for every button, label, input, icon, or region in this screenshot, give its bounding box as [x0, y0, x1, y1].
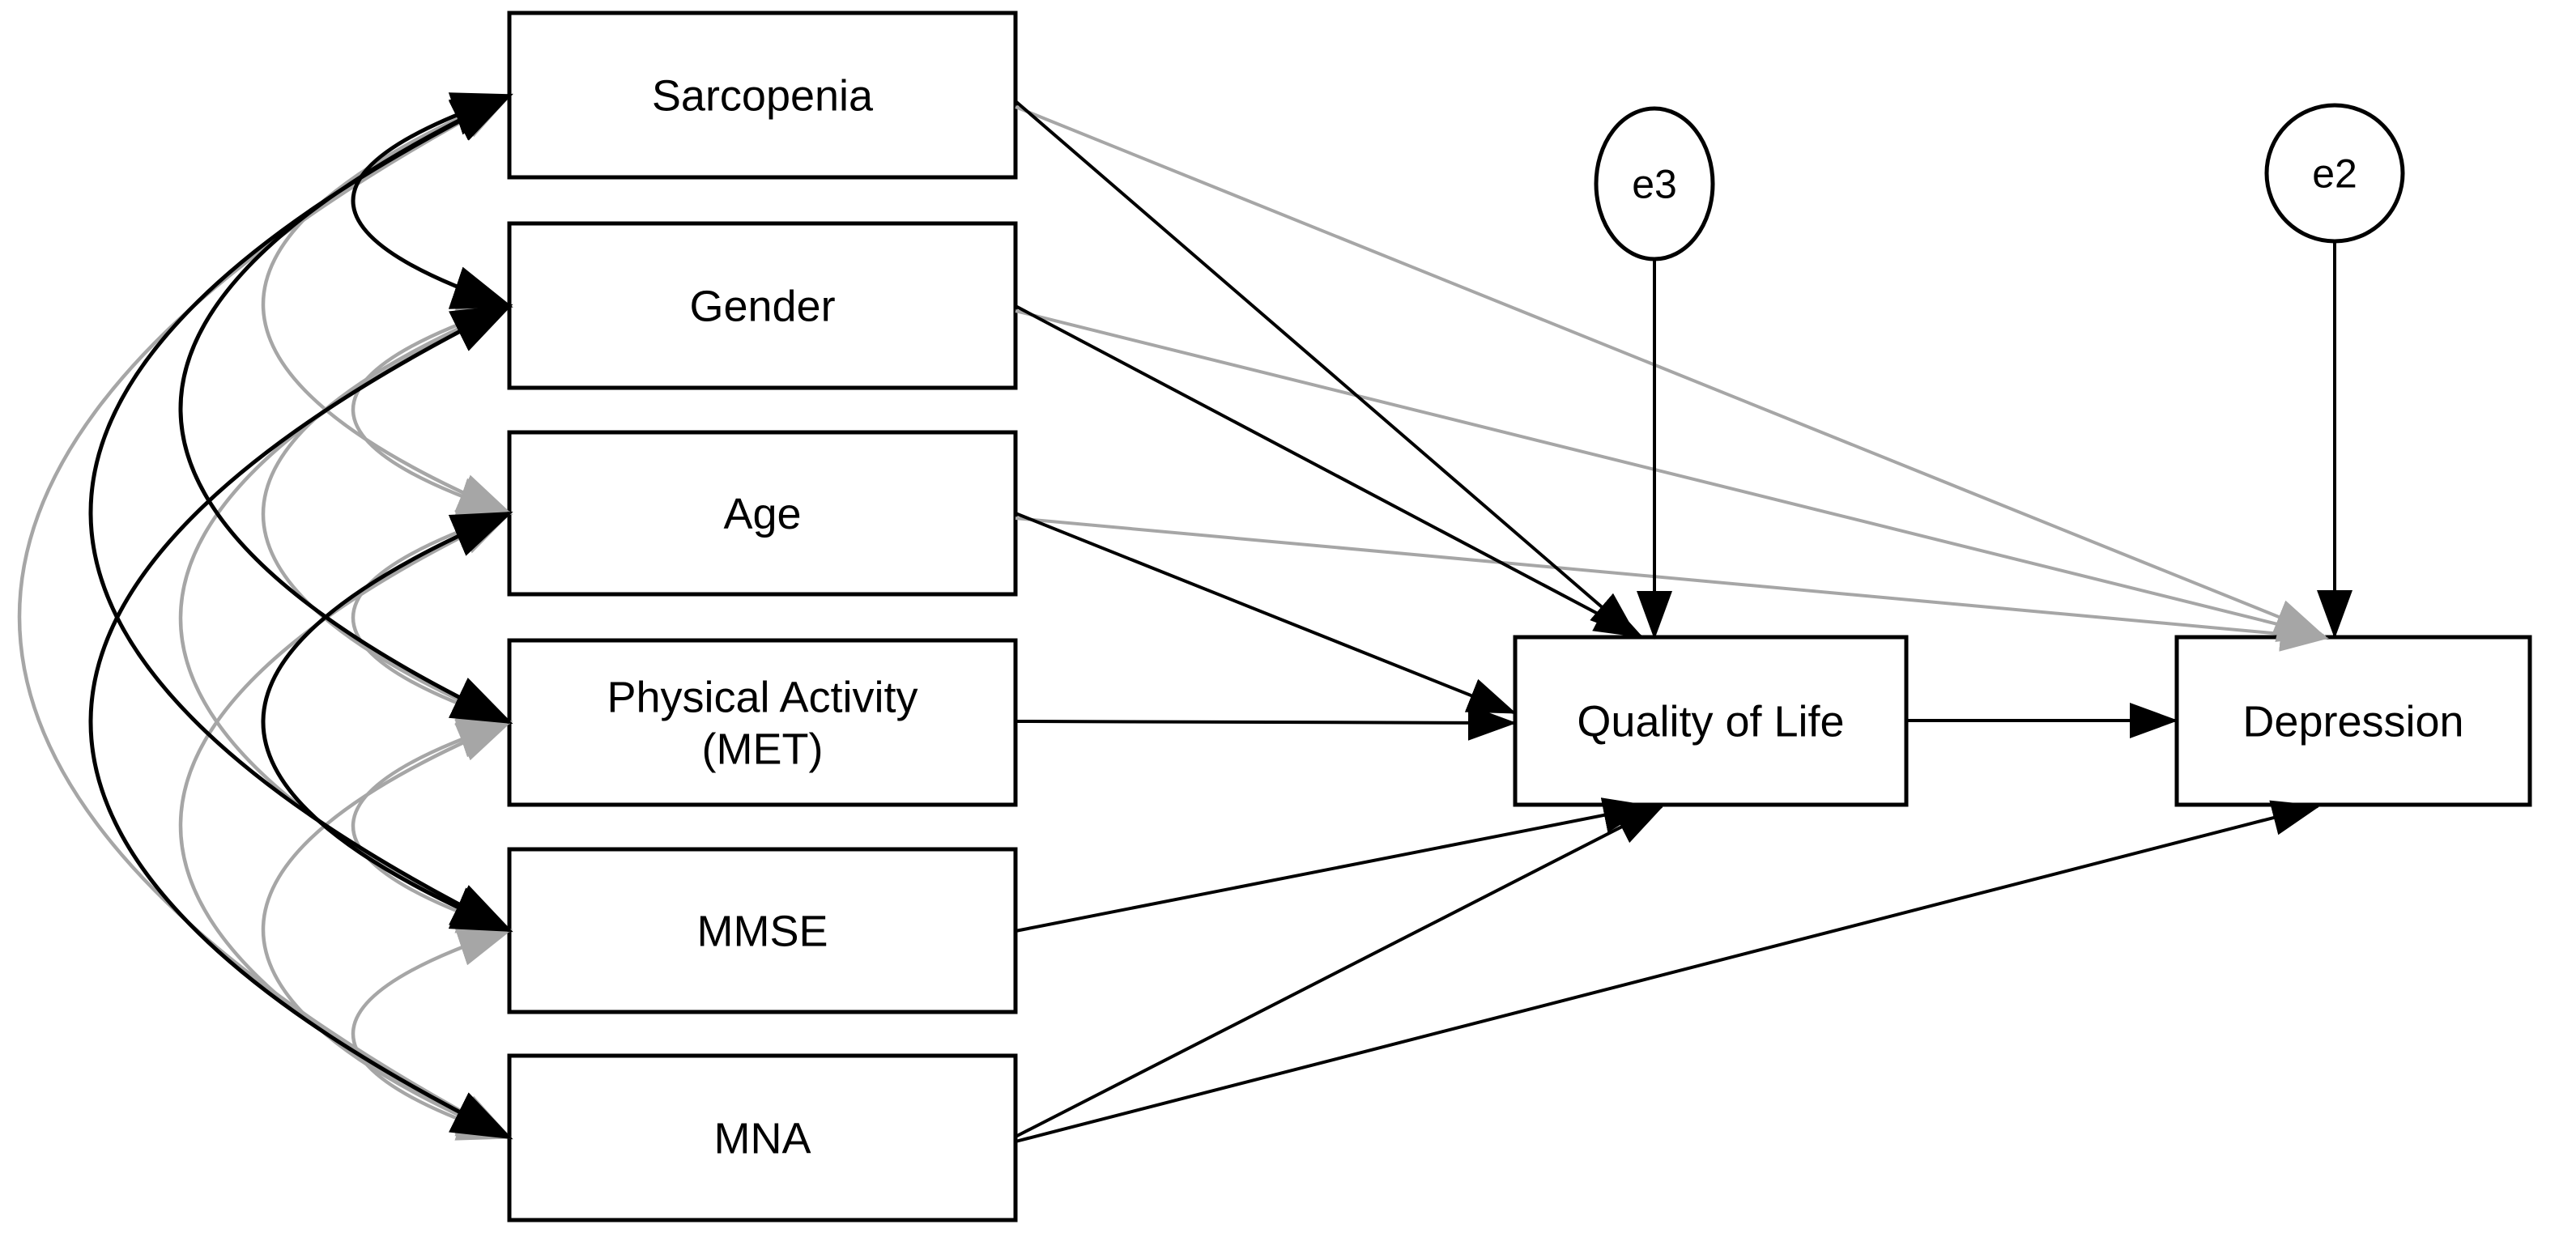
cov-gender-age — [351, 303, 513, 517]
path-mmse-quality-of-life — [1015, 797, 1652, 933]
cov-age-mmse — [261, 511, 513, 933]
node-quality-of-life-rect — [1513, 635, 1909, 807]
node-mmse-rect — [507, 847, 1018, 1014]
node-quality-of-life-label-line: Quality of Life — [1577, 697, 1844, 746]
node-e3-label-line: e3 — [1632, 162, 1677, 207]
node-e3-label: e3 — [1632, 162, 1677, 207]
path-age-depression — [1015, 517, 2329, 652]
cov-gender-physical-activity — [262, 304, 513, 725]
cov-sarcopenia-mna — [17, 93, 513, 1140]
node-mmse-label: MMSE — [697, 907, 828, 955]
node-mna-rect — [507, 1053, 1018, 1222]
cov-sarcopenia-gender — [351, 92, 513, 309]
node-age-label: Age — [723, 490, 801, 538]
path-age-quality-of-life — [1015, 512, 1517, 714]
node-quality-of-life-label: Quality of Life — [1577, 697, 1844, 746]
node-physical-activity-label: Physical Activity(MET) — [607, 673, 918, 773]
cov-sarcopenia-mmse — [88, 93, 513, 933]
node-mmse-label-line: MMSE — [697, 907, 828, 955]
path-mna-quality-of-life — [1015, 805, 1665, 1138]
node-gender-label-line: Gender — [689, 282, 835, 330]
node-e2-label-line: e2 — [2312, 151, 2357, 197]
node-depression-rect — [2174, 635, 2532, 807]
node-physical-activity-label-line: (MET) — [702, 725, 824, 773]
path-gender-depression — [1015, 309, 2327, 642]
cov-mmse-mna — [351, 927, 513, 1141]
node-mna-label: MNA — [714, 1114, 811, 1163]
cov-physical-activity-mmse — [351, 719, 513, 933]
node-physical-activity-rect — [507, 638, 1018, 807]
node-depression-label: Depression — [2242, 697, 2463, 746]
node-gender-label: Gender — [689, 282, 835, 330]
node-age-rect — [507, 430, 1018, 597]
node-sarcopenia-label: Sarcopenia — [652, 71, 874, 120]
node-physical-activity-label-line: Physical Activity — [607, 673, 918, 721]
path-physical-activity-quality-of-life — [1015, 704, 1517, 741]
edges-layer — [17, 92, 2352, 1143]
node-gender-rect — [507, 221, 1018, 390]
cov-sarcopenia-age — [262, 93, 513, 516]
cov-gender-mna — [88, 304, 513, 1140]
node-sarcopenia-label-line: Sarcopenia — [652, 71, 874, 120]
node-e2-label: e2 — [2312, 151, 2357, 197]
node-age-label-line: Age — [723, 490, 801, 538]
cov-age-physical-activity — [351, 510, 513, 725]
node-depression-label-line: Depression — [2242, 697, 2463, 746]
path-gender-quality-of-life — [1015, 304, 1644, 638]
node-sarcopenia-rect — [507, 11, 1018, 180]
path-mna-depression — [1015, 800, 2321, 1143]
path-sarcopenia-depression — [1015, 105, 2324, 636]
node-mna-label-line: MNA — [714, 1114, 811, 1163]
cov-physical-activity-mna — [262, 720, 513, 1140]
path-sarcopenia-quality-of-life — [1014, 100, 1639, 639]
